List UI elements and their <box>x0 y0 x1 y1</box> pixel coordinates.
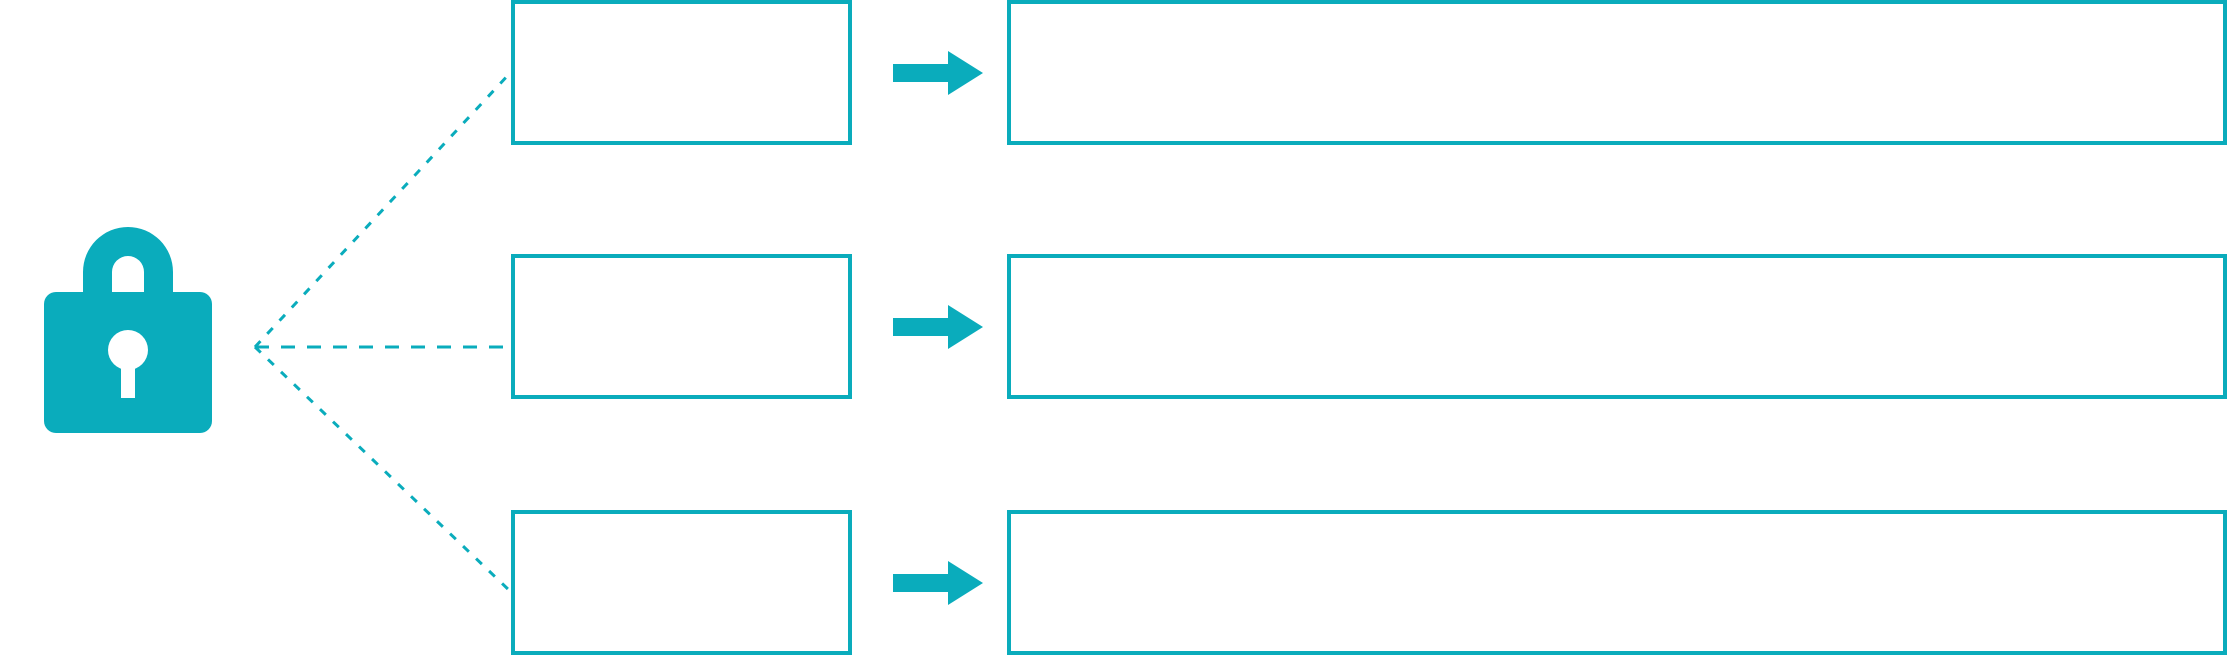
diagram-row <box>0 0 2229 146</box>
secondary-box-row-2[interactable] <box>1007 254 2227 399</box>
primary-box-label-row-3 <box>515 514 848 542</box>
secondary-box-row-3[interactable] <box>1007 510 2227 655</box>
secondary-box-label-row-2 <box>1011 258 2223 286</box>
primary-box-row-3[interactable] <box>511 510 852 655</box>
secondary-box-label-row-1 <box>1011 4 2223 32</box>
lock-icon <box>30 210 226 442</box>
primary-box-row-2[interactable] <box>511 254 852 399</box>
arrow-right-icon-row-1 <box>893 49 983 97</box>
arrow-right-icon-row-2 <box>893 303 983 351</box>
primary-box-label-row-1 <box>515 4 848 32</box>
secondary-box-label-row-3 <box>1011 514 2223 542</box>
arrow-right-icon-row-3 <box>893 559 983 607</box>
diagram-row <box>0 510 2229 655</box>
diagram-row <box>0 254 2229 400</box>
secondary-box-row-1[interactable] <box>1007 0 2227 145</box>
primary-box-label-row-2 <box>515 258 848 286</box>
primary-box-row-1[interactable] <box>511 0 852 145</box>
